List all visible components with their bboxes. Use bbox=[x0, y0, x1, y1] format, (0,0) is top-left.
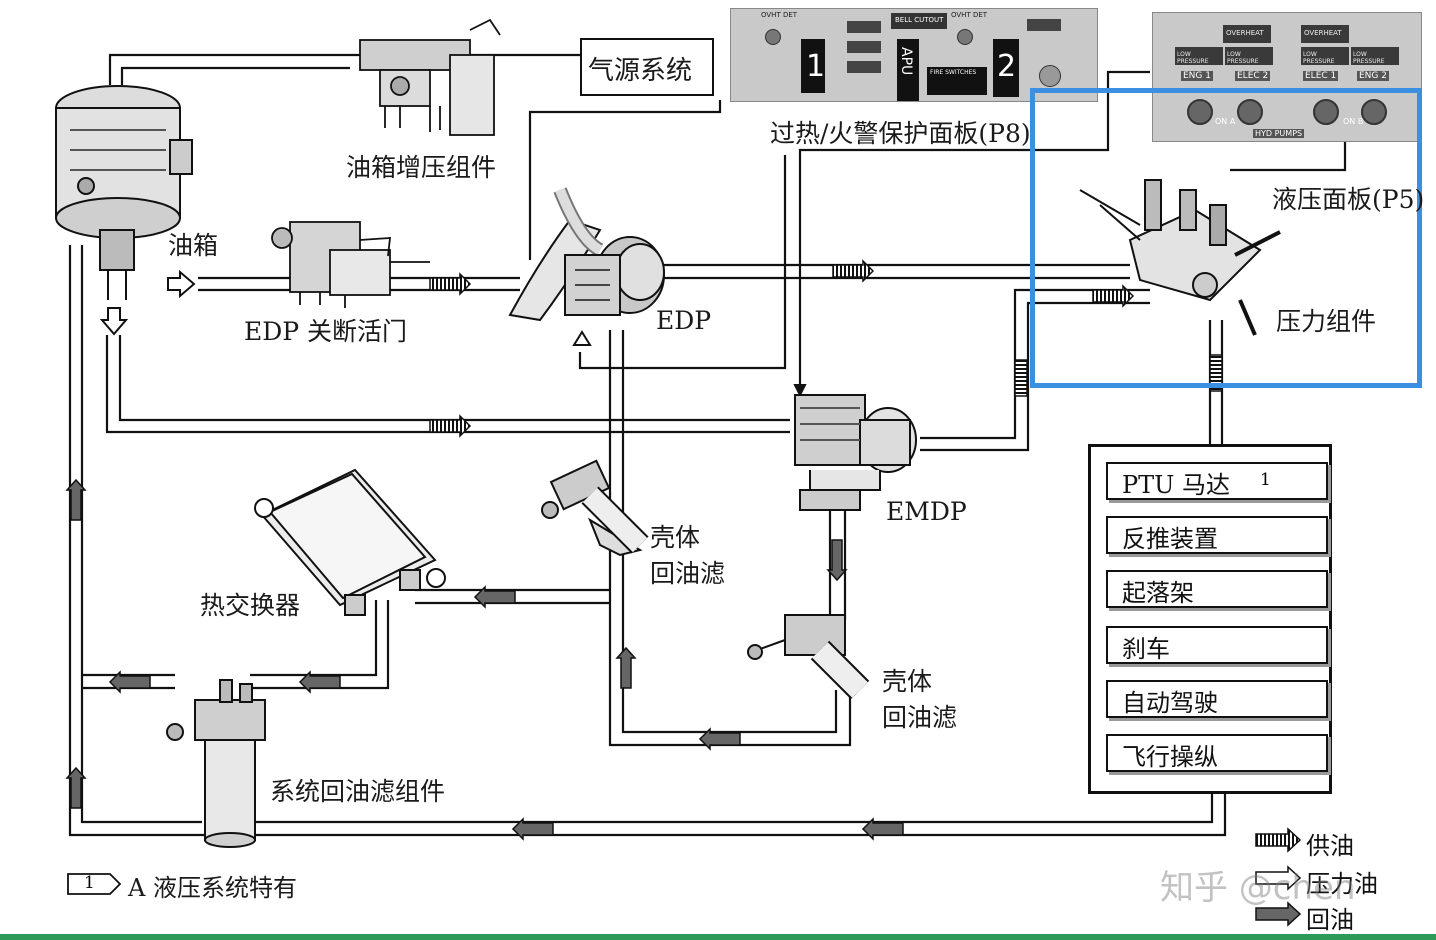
reservoir-tank bbox=[55, 85, 193, 300]
hydraulic-panel-p5: OVERHEAT OVERHEAT LOW PRESSURE LOW PRESS… bbox=[1152, 12, 1422, 142]
user-thrust-reverser: 反推装置 bbox=[1106, 516, 1328, 554]
user-brakes: 刹车 bbox=[1106, 626, 1328, 664]
system-return-filter-module bbox=[166, 679, 266, 848]
legend-pressure-label: 压力油 bbox=[1306, 870, 1378, 898]
fire-panel-label: 过热/火警保护面板(P8) bbox=[770, 119, 1031, 148]
pump-label-eng1: ENG 1 bbox=[1181, 71, 1213, 81]
electric-motor-driven-pump bbox=[794, 394, 917, 511]
note-text: A 液压系统特有 bbox=[128, 874, 297, 902]
p5-hyd-pumps-label: HYD PUMPS bbox=[1253, 129, 1305, 138]
legend-supply-label: 供油 bbox=[1306, 832, 1354, 860]
low-pressure-label-2: LOW PRESSURE bbox=[1227, 51, 1259, 65]
low-pressure-light-3: LOW PRESSURE bbox=[1301, 47, 1349, 65]
heat-exchanger bbox=[254, 468, 446, 616]
pump-label-eng2: ENG 2 bbox=[1357, 71, 1389, 81]
watermark: 知乎 @chen bbox=[1160, 868, 1356, 908]
low-pressure-light-2: LOW PRESSURE bbox=[1225, 47, 1273, 65]
p8-bottle-light-4 bbox=[1027, 19, 1061, 31]
return-arrows bbox=[65, 478, 904, 841]
user-ptu-motor-label: PTU 马达 bbox=[1122, 471, 1231, 499]
user-flight-controls-label: 飞行操纵 bbox=[1122, 743, 1218, 771]
fire-protection-panel-p8: OVHT DET BELL CUTOUT OVHT DET 1 APU FIRE… bbox=[730, 8, 1098, 102]
low-pressure-light-1: LOW PRESSURE bbox=[1175, 47, 1223, 65]
overheat-label-b: OVERHEAT bbox=[1304, 29, 1342, 37]
engine-driven-pump bbox=[508, 187, 665, 322]
engine-2-fire-handle[interactable]: 2 bbox=[993, 39, 1019, 97]
user-landing-gear-label: 起落架 bbox=[1122, 579, 1194, 607]
pump-switch-eng2[interactable] bbox=[1361, 99, 1387, 125]
legend-return-label: 回油 bbox=[1306, 906, 1354, 934]
p5-on-b-label: ON B bbox=[1343, 117, 1364, 126]
edp-shutoff-valve bbox=[271, 221, 430, 308]
tank-outlet-arrows bbox=[99, 269, 807, 398]
supply-arrows bbox=[429, 272, 472, 438]
highlight-box bbox=[1030, 88, 1422, 388]
user-autopilot: 自动驾驶 bbox=[1106, 680, 1328, 718]
user-thrust-reverser-label: 反推装置 bbox=[1122, 525, 1218, 553]
apu-handle-label: APU bbox=[898, 47, 914, 76]
user-brakes-label: 刹车 bbox=[1122, 635, 1170, 663]
apu-fire-handle[interactable]: APU bbox=[897, 39, 919, 101]
note-marker bbox=[67, 873, 122, 895]
user-ptu-motor: PTU 马达 bbox=[1106, 462, 1328, 500]
engine-1-handle-label: 1 bbox=[806, 49, 826, 84]
p8-ovht-det-left: OVHT DET bbox=[761, 11, 798, 19]
pressure-module bbox=[1079, 179, 1281, 336]
pump-switch-elec2[interactable] bbox=[1237, 99, 1263, 125]
tank-pressurization-label: 油箱增压组件 bbox=[346, 153, 497, 182]
low-pressure-label-3: LOW PRESSURE bbox=[1303, 51, 1335, 65]
low-pressure-label-4: LOW PRESSURE bbox=[1353, 51, 1385, 65]
tank-label: 油箱 bbox=[168, 231, 219, 260]
emdp-label: EMDP bbox=[886, 497, 967, 526]
case-drain-filter-2 bbox=[747, 614, 870, 700]
air-source-box: 气源系统 bbox=[580, 38, 714, 96]
engine-2-handle-label: 2 bbox=[997, 49, 1017, 84]
pressure-module-label: 压力组件 bbox=[1276, 307, 1377, 336]
tank-pressurization-module bbox=[359, 18, 501, 136]
fire-switches-label: FIRE SWITCHES bbox=[930, 69, 977, 76]
user-flight-controls: 飞行操纵 bbox=[1106, 734, 1328, 772]
ptu-note-number: 1 bbox=[1260, 470, 1271, 490]
p8-ovht-det-right: OVHT DET bbox=[951, 11, 988, 19]
p8-test-switch-left[interactable] bbox=[765, 29, 781, 45]
user-autopilot-label: 自动驾驶 bbox=[1122, 689, 1218, 717]
engine-1-fire-handle[interactable]: 1 bbox=[801, 39, 825, 93]
overheat-label-a: OVERHEAT bbox=[1226, 29, 1264, 37]
low-pressure-light-4: LOW PRESSURE bbox=[1351, 47, 1399, 65]
p8-bottle-light-1 bbox=[847, 21, 881, 33]
note-number: 1 bbox=[84, 873, 95, 893]
pump-label-elec2: ELEC 2 bbox=[1235, 71, 1271, 81]
p8-bottle-light-3 bbox=[847, 61, 881, 73]
overheat-light-a: OVERHEAT bbox=[1223, 25, 1271, 43]
p5-on-a-label: ON A bbox=[1215, 117, 1236, 126]
heat-exchanger-label: 热交换器 bbox=[200, 591, 301, 620]
pump-switch-elec1[interactable] bbox=[1313, 99, 1339, 125]
case-drain-filter-1 bbox=[541, 459, 649, 557]
p8-bell-cutout-button[interactable]: BELL CUTOUT bbox=[891, 13, 947, 29]
p8-fire-switches-placard: FIRE SWITCHES bbox=[927, 67, 987, 95]
pressure-arrows bbox=[832, 259, 1223, 397]
p8-bottle-light-2 bbox=[847, 41, 881, 53]
overheat-light-b: OVERHEAT bbox=[1301, 25, 1349, 43]
case-drain-filter-1-label: 壳体 回油滤 bbox=[650, 523, 726, 588]
bottom-bar bbox=[0, 934, 1436, 940]
edp-label: EDP bbox=[656, 306, 712, 335]
user-landing-gear: 起落架 bbox=[1106, 570, 1328, 608]
pump-label-elec1: ELEC 1 bbox=[1303, 71, 1339, 81]
legend-arrows bbox=[1255, 827, 1302, 927]
return-filter-module-label: 系统回油滤组件 bbox=[270, 777, 446, 806]
edp-shutoff-valve-label: EDP 关断活门 bbox=[244, 317, 408, 346]
air-source-label: 气源系统 bbox=[588, 56, 693, 86]
pump-switch-eng1[interactable] bbox=[1187, 99, 1213, 125]
p8-bell-cutout-label: BELL CUTOUT bbox=[895, 16, 944, 24]
p8-test-switch-right[interactable] bbox=[957, 29, 973, 45]
case-drain-filter-2-label: 壳体 回油滤 bbox=[882, 667, 958, 732]
p8-squib-test-knob[interactable] bbox=[1039, 65, 1061, 87]
low-pressure-label-1: LOW PRESSURE bbox=[1177, 51, 1209, 65]
hydraulic-panel-label: 液压面板(P5) bbox=[1272, 185, 1425, 214]
